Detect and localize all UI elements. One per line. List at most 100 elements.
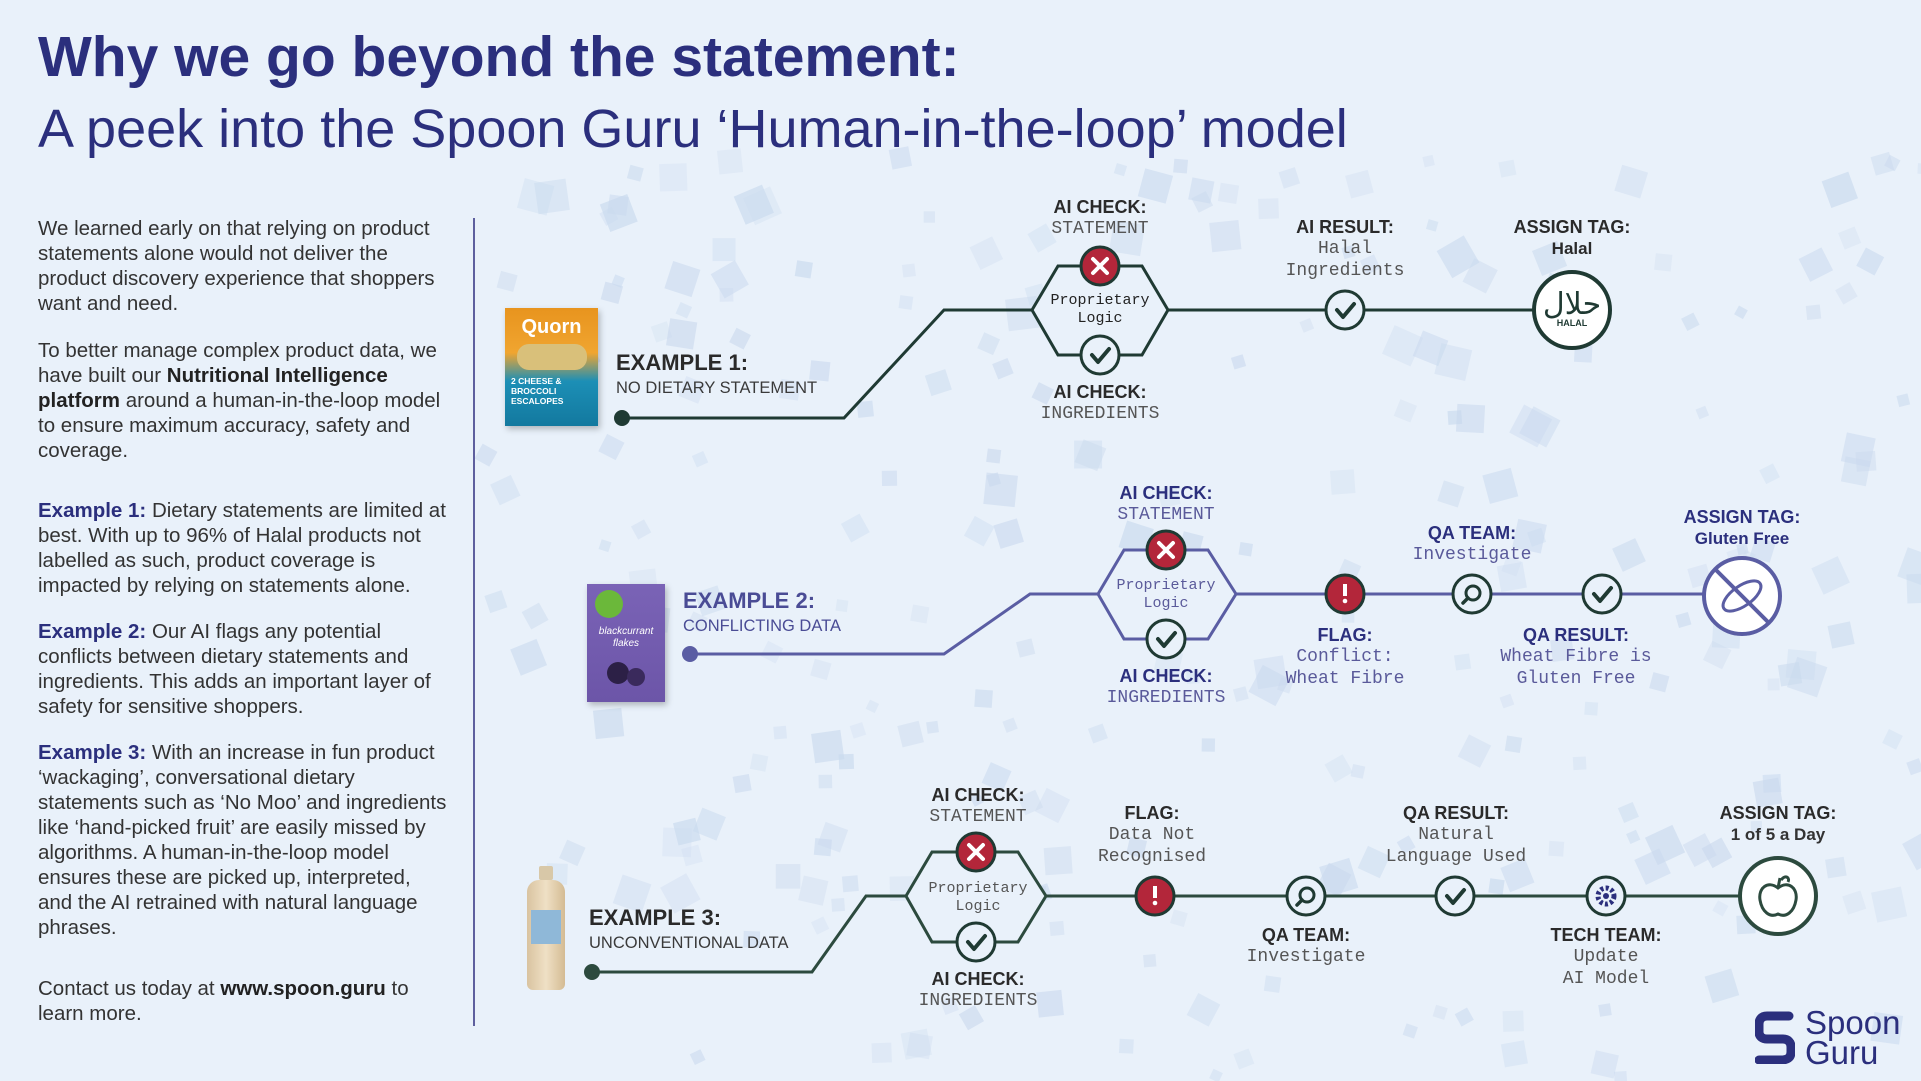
ex1-assign-tag: ASSIGN TAG:Halal bbox=[1513, 217, 1631, 258]
background-square bbox=[1649, 672, 1670, 693]
page-subtitle: A peek into the Spoon Guru ‘Human-in-the… bbox=[38, 99, 1348, 159]
background-square bbox=[1455, 403, 1486, 434]
background-square bbox=[871, 1042, 892, 1064]
background-square bbox=[1701, 837, 1733, 869]
background-square bbox=[1118, 520, 1154, 556]
background-square bbox=[749, 753, 769, 772]
background-square bbox=[1798, 247, 1834, 282]
background-square bbox=[924, 369, 952, 397]
background-square bbox=[1002, 717, 1018, 733]
background-square bbox=[1278, 167, 1301, 189]
background-square bbox=[516, 178, 555, 216]
background-square bbox=[1902, 829, 1921, 871]
background-square bbox=[1840, 456, 1871, 487]
background-square bbox=[1087, 723, 1108, 744]
background-square bbox=[906, 1032, 933, 1060]
background-square bbox=[1034, 787, 1071, 824]
background-square bbox=[1785, 649, 1817, 681]
fruit-flakes-product-image: blackcurrant flakes bbox=[587, 584, 665, 702]
background-square bbox=[1500, 1040, 1528, 1068]
background-square bbox=[1825, 856, 1847, 879]
background-square bbox=[849, 722, 867, 739]
background-square bbox=[1613, 1071, 1628, 1081]
background-square bbox=[1548, 840, 1565, 857]
background-square bbox=[1498, 159, 1517, 178]
background-square bbox=[611, 274, 625, 288]
platform-name: Nutritional Intelligence platform bbox=[38, 364, 388, 412]
background-square bbox=[1357, 845, 1391, 879]
background-square bbox=[813, 838, 832, 857]
background-square bbox=[888, 146, 913, 170]
background-square bbox=[712, 238, 736, 262]
background-square bbox=[1457, 734, 1492, 768]
background-square bbox=[1767, 678, 1780, 691]
background-square bbox=[840, 513, 870, 543]
background-square bbox=[1584, 701, 1599, 716]
background-square bbox=[1017, 789, 1044, 816]
background-square bbox=[1906, 573, 1921, 604]
background-square bbox=[1157, 485, 1181, 509]
example-1-title: EXAMPLE 1: bbox=[616, 350, 749, 375]
background-square bbox=[835, 599, 849, 613]
ex3-assign-tag: ASSIGN TAG:1 of 5 a Day bbox=[1719, 803, 1837, 844]
background-square bbox=[1396, 835, 1416, 855]
background-square bbox=[612, 874, 652, 914]
background-square bbox=[1734, 305, 1748, 320]
ex3-qa-team: QA TEAM:Investigate bbox=[1246, 925, 1366, 967]
background-square bbox=[1532, 240, 1568, 276]
background-square bbox=[1856, 247, 1885, 276]
background-square bbox=[1870, 151, 1895, 176]
background-square bbox=[1209, 1068, 1223, 1081]
background-square bbox=[969, 792, 985, 807]
background-square bbox=[1504, 735, 1523, 753]
background-square bbox=[841, 875, 859, 893]
ex1-ai-check-ingredients: AI CHECK:INGREDIENTS bbox=[1040, 382, 1160, 424]
background-square bbox=[993, 518, 1024, 549]
background-square bbox=[1454, 1007, 1474, 1027]
background-square bbox=[1654, 253, 1673, 272]
background-square bbox=[1842, 890, 1867, 915]
background-square bbox=[1821, 171, 1858, 208]
background-square bbox=[659, 163, 688, 192]
ex2-flag: FLAG:Conflict:Wheat Fibre bbox=[1285, 625, 1405, 689]
background-square bbox=[1049, 920, 1065, 936]
background-square bbox=[598, 539, 612, 553]
background-square bbox=[1350, 764, 1366, 779]
website-link[interactable]: www.spoon.guru bbox=[220, 977, 386, 1000]
brand-badge bbox=[595, 590, 623, 618]
background-square bbox=[1432, 1004, 1448, 1020]
background-square bbox=[510, 638, 548, 676]
background-square bbox=[1884, 154, 1901, 172]
background-square bbox=[1835, 282, 1858, 305]
background-square bbox=[1004, 295, 1041, 332]
example-2-flow bbox=[682, 529, 1782, 662]
background-square bbox=[1201, 738, 1216, 752]
background-square bbox=[897, 720, 924, 748]
background-square bbox=[1617, 801, 1639, 824]
spoon-guru-logo-icon bbox=[1755, 1011, 1795, 1064]
background-square bbox=[810, 916, 830, 935]
background-square bbox=[490, 474, 521, 506]
background-square bbox=[1329, 469, 1356, 495]
ex2-qa-team: QA TEAM:Investigate bbox=[1412, 523, 1532, 565]
ex2-ai-check-statement: AI CHECK:STATEMENT bbox=[1117, 483, 1215, 525]
background-square bbox=[694, 585, 726, 617]
background-square bbox=[1074, 440, 1103, 469]
background-square bbox=[1695, 405, 1710, 420]
background-square bbox=[710, 260, 749, 299]
ex2-ai-check-ingredients: AI CHECK:INGREDIENTS bbox=[1106, 666, 1226, 708]
background-square bbox=[626, 164, 644, 182]
background-square bbox=[1233, 1048, 1255, 1070]
background-square bbox=[484, 590, 508, 614]
background-square bbox=[665, 318, 698, 350]
background-square bbox=[963, 515, 995, 547]
background-square bbox=[729, 327, 751, 350]
background-square bbox=[1324, 754, 1353, 783]
background-square bbox=[910, 604, 930, 624]
background-square bbox=[1500, 858, 1535, 893]
background-square bbox=[650, 321, 673, 343]
background-square bbox=[732, 773, 752, 794]
